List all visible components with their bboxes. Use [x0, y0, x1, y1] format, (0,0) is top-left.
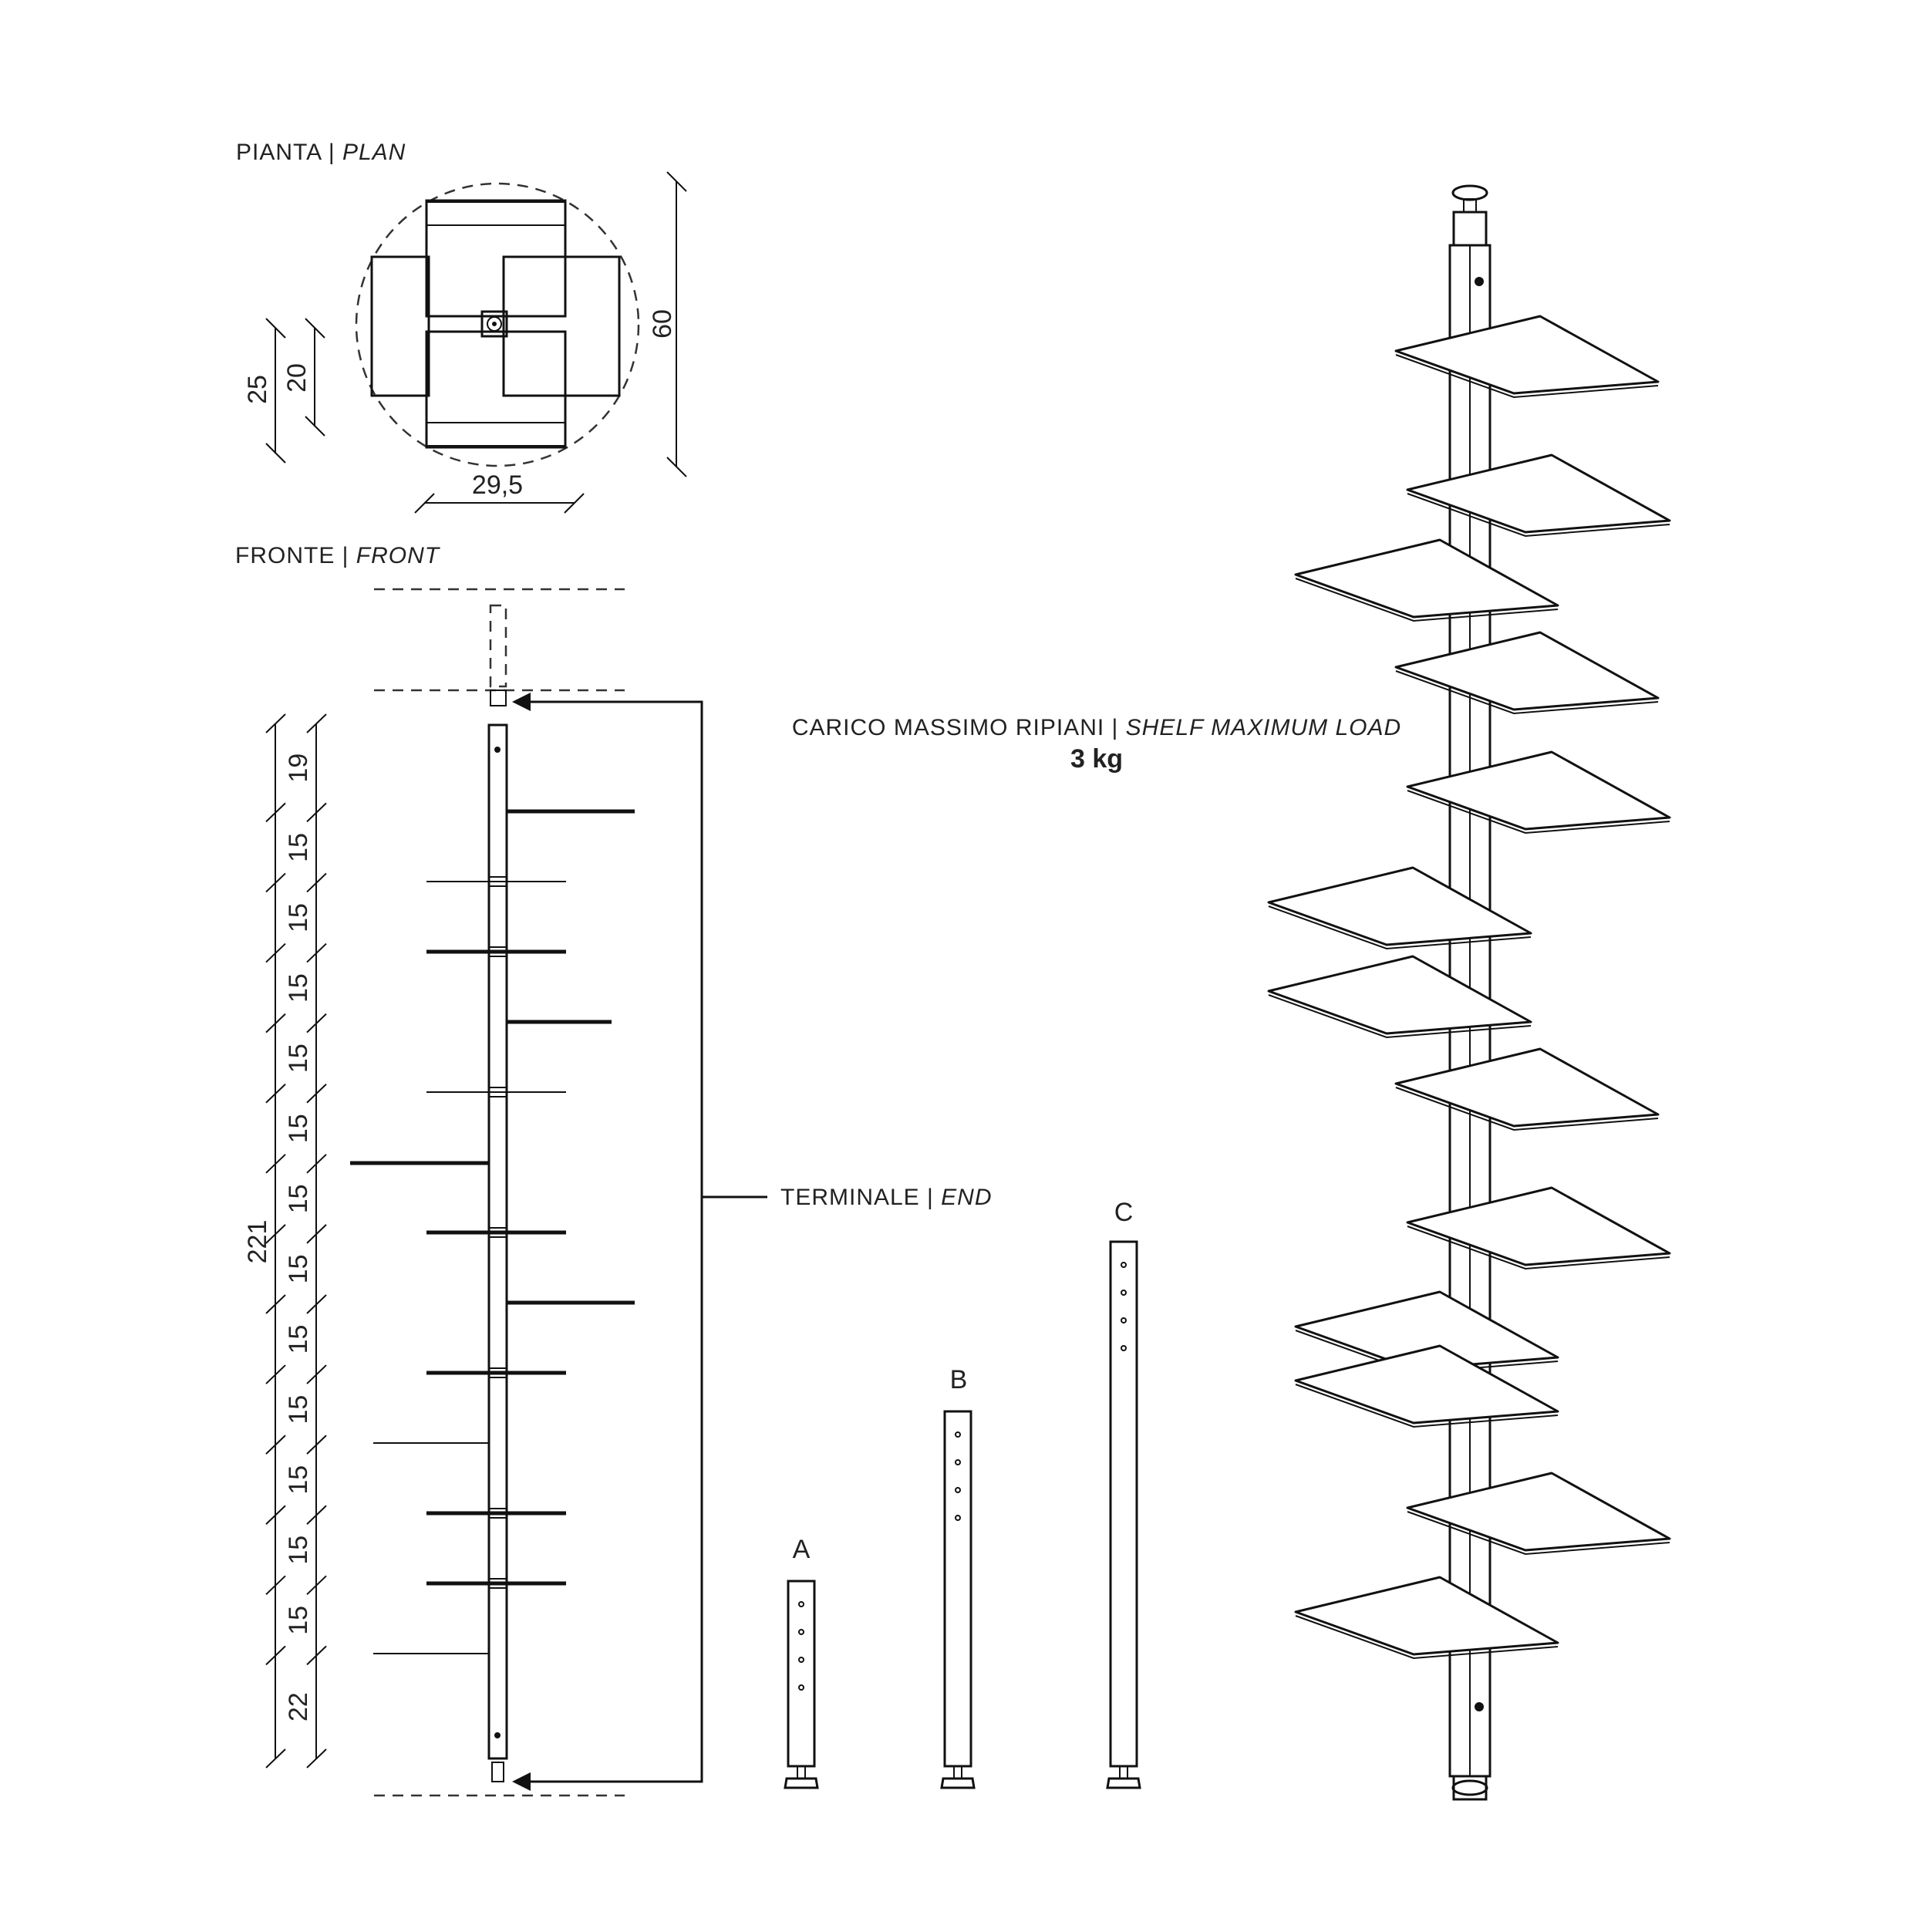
perspective-view: [1267, 184, 1671, 1801]
perspective-shelf: [1394, 631, 1660, 711]
front-dim-segment: 15: [284, 973, 313, 1003]
front-dim-segment: 15: [284, 1395, 313, 1425]
perspective-shelf: [1294, 538, 1559, 619]
front-dim-segment: 15: [284, 1044, 313, 1073]
front-title: FRONTE | FRONT: [235, 543, 441, 568]
front-dimension-chain: 19 15 15 15 15 15 15 15 15 15 15 15 15 22: [265, 713, 327, 1768]
perspective-shelf: [1406, 453, 1671, 534]
variant-c: C: [1106, 1198, 1141, 1789]
perspective-shelf: [1406, 750, 1671, 831]
perspective-shelf: [1294, 1576, 1559, 1656]
variant-b: B: [940, 1365, 976, 1789]
perspective-shelf: [1267, 955, 1532, 1035]
plan-title: PIANTA | PLAN: [236, 140, 406, 165]
variant-c-label: C: [1114, 1198, 1134, 1227]
front-dim-segment: 15: [284, 833, 313, 862]
front-dim-segment: 15: [284, 1114, 313, 1143]
dim-60: 60: [648, 309, 677, 339]
front-dim-segment: 15: [284, 1606, 313, 1635]
perspective-shelf: [1406, 1472, 1671, 1552]
variant-a: A: [784, 1535, 819, 1789]
plan-view: PIANTA | PLAN 60 29,5 25 20: [236, 140, 687, 514]
load-caption: CARICO MASSIMO RIPIANI | SHELF MAXIMUM L…: [792, 715, 1401, 740]
plan-outline-circle: [355, 182, 640, 467]
plan-shelf-left: [370, 255, 430, 397]
plan-shelf-top: [425, 199, 567, 318]
front-pole: [487, 723, 508, 1760]
plan-pole: [480, 310, 508, 338]
front-dim-segment: 19: [284, 754, 313, 783]
front-dim-segment: 22: [284, 1692, 313, 1721]
plan-shelf-bottom: [425, 330, 567, 449]
front-dim-segment: 15: [284, 1465, 313, 1495]
dim-25: 25: [243, 375, 272, 404]
perspective-shelf: [1267, 866, 1532, 946]
perspective-shelf: [1406, 1186, 1671, 1266]
front-shelves: [350, 809, 635, 1669]
front-dim-segment: 15: [284, 1536, 313, 1565]
front-dim-segment: 15: [284, 903, 313, 932]
end-label: TERMINALE | END: [780, 1185, 993, 1210]
perspective-shelf: [1294, 1344, 1559, 1425]
perspective-shelf: [1394, 1047, 1660, 1128]
load-value: 3 kg: [1070, 744, 1123, 774]
front-dim-segment: 15: [284, 1325, 313, 1354]
front-view: FRONTE | FRONT 1915151515151515151515151…: [235, 543, 993, 1797]
pole-variants: A B C: [784, 1198, 1141, 1789]
perspective-shelves: [1267, 315, 1671, 1660]
dim-29-5: 29,5: [472, 470, 523, 500]
variant-a-label: A: [793, 1535, 811, 1564]
variant-b-label: B: [950, 1365, 968, 1394]
dim-20: 20: [282, 363, 312, 393]
perspective-foot: [1451, 1779, 1488, 1796]
front-dim-segment: 15: [284, 1255, 313, 1284]
perspective-shelf: [1394, 315, 1660, 395]
front-dim-segment: 15: [284, 1184, 313, 1213]
plan-shelf-right: [502, 255, 621, 397]
dim-total-221: 221: [243, 1220, 272, 1264]
load-info: CARICO MASSIMO RIPIANI | SHELF MAXIMUM L…: [792, 715, 1401, 774]
perspective-shelf: [1294, 1290, 1559, 1371]
front-extension-ghost: [489, 604, 507, 688]
